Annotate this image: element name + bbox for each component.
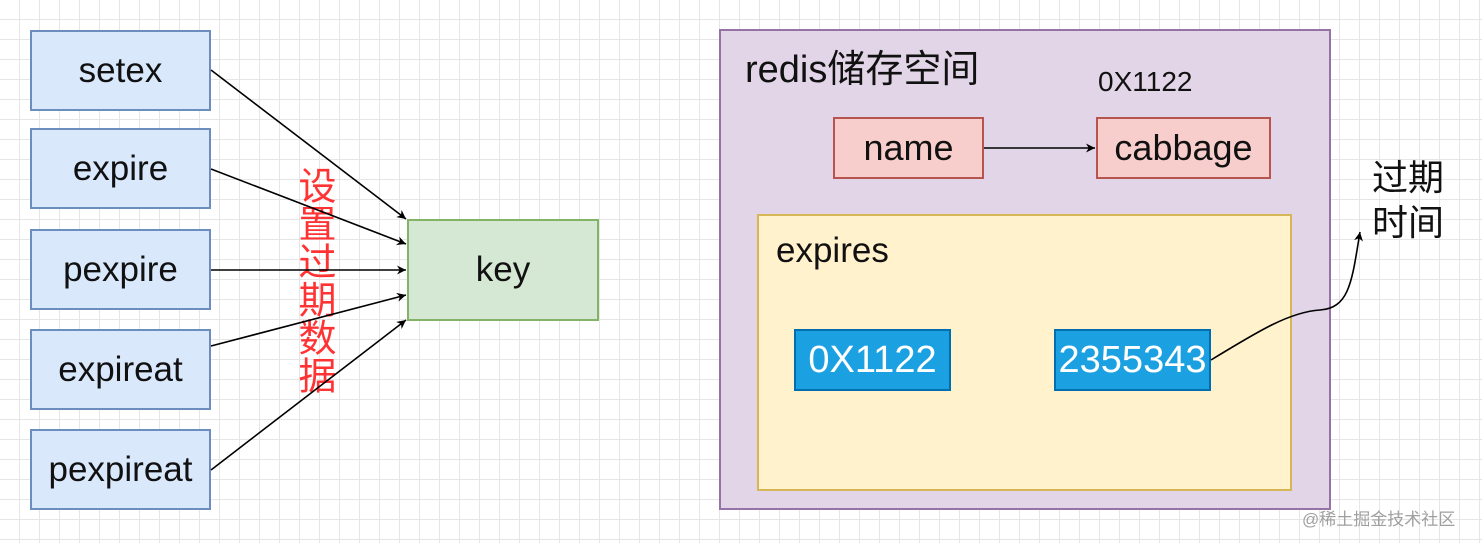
address-label: 0X1122 (1098, 66, 1193, 97)
watermark: @稀土掘金技术社区 (1302, 510, 1456, 529)
arrow-timestamp-to-expire-label (1210, 231, 1363, 361)
redis-storage-title: redis储存空间 (745, 49, 980, 91)
set-expire-data-label: 设置过期数据 (292, 166, 334, 394)
arrow-expireat-to-key (210, 292, 407, 347)
arrow-expire-to-key (210, 168, 407, 245)
arrow-pexpireat-to-key (210, 319, 407, 471)
command-box-expire: expire (30, 128, 211, 209)
expires-timestamp-box: 2355343 (1054, 329, 1211, 391)
command-box-pexpire: pexpire (30, 229, 211, 310)
expires-address-box: 0X1122 (794, 329, 951, 391)
arrow-setex-to-key (210, 69, 407, 220)
command-box-setex: setex (30, 30, 211, 111)
command-box-expireat: expireat (30, 329, 211, 410)
name-box: name (833, 117, 984, 179)
expires-title: expires (776, 231, 889, 270)
key-box: key (407, 219, 599, 321)
command-box-pexpireat: pexpireat (30, 429, 211, 510)
value-box: cabbage (1096, 117, 1271, 179)
expire-time-label: 过期时间 (1372, 157, 1445, 243)
